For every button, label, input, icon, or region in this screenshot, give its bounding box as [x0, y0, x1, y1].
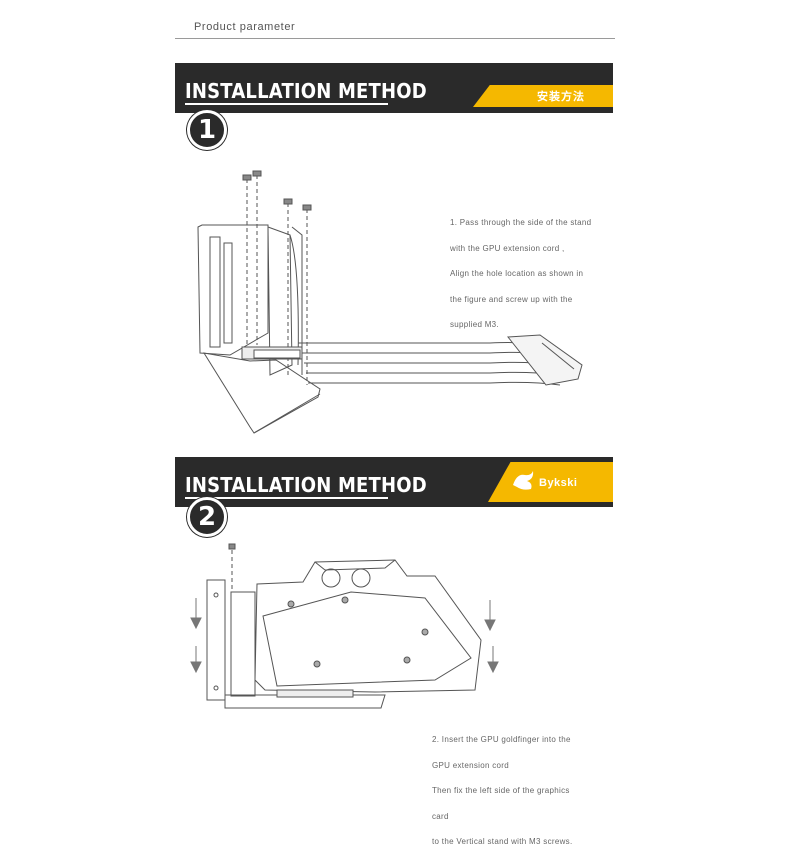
figure-stand-cable	[197, 170, 583, 434]
title-underline	[185, 497, 388, 499]
step-2-badge: 2	[187, 497, 227, 537]
brand-logo: Bykski	[509, 467, 599, 497]
instruction-line: card	[432, 811, 449, 821]
instruction-line: 1. Pass through the side of the stand	[450, 218, 592, 227]
screw-icon	[242, 170, 312, 385]
arrow-down-icon	[190, 598, 499, 674]
instruction-line: to the Vertical stand with M3 screws.	[432, 837, 573, 846]
banner-tag: 安装方法	[537, 91, 585, 103]
screw-icon	[228, 543, 236, 592]
section-2-banner: INSTALLATION METHOD Bykski	[175, 457, 613, 507]
instruction-line: 2. Insert the GPU goldfinger into the	[432, 735, 571, 744]
instruction-line: supplied M3.	[450, 320, 499, 329]
brand-logo-text: Bykski	[539, 477, 578, 489]
header-title: Product parameter	[194, 21, 296, 33]
banner-title: INSTALLATION METHOD	[185, 79, 427, 103]
accent-band	[473, 85, 613, 107]
banner-title: INSTALLATION METHOD	[185, 473, 427, 497]
header-rule	[175, 38, 615, 39]
step-1-badge: 1	[187, 110, 227, 150]
step-2-instructions: 2. Insert the GPU goldfinger into the GP…	[432, 719, 573, 855]
instruction-line: Then fix the left side of the graphics	[432, 786, 570, 795]
instruction-line: GPU extension cord	[432, 760, 509, 770]
instruction-line: Align the hole location as shown in	[450, 269, 584, 278]
title-underline	[185, 103, 388, 105]
instruction-line: with the GPU extension cord ,	[450, 243, 565, 253]
instruction-line: the figure and screw up with the	[450, 294, 573, 304]
figure-gpu-mount	[190, 543, 499, 709]
section-1-banner: INSTALLATION METHOD 安装方法	[175, 63, 613, 113]
accent-band	[488, 462, 613, 502]
dragon-logo-icon	[513, 471, 534, 490]
step-1-instructions: 1. Pass through the side of the stand wi…	[450, 202, 591, 338]
